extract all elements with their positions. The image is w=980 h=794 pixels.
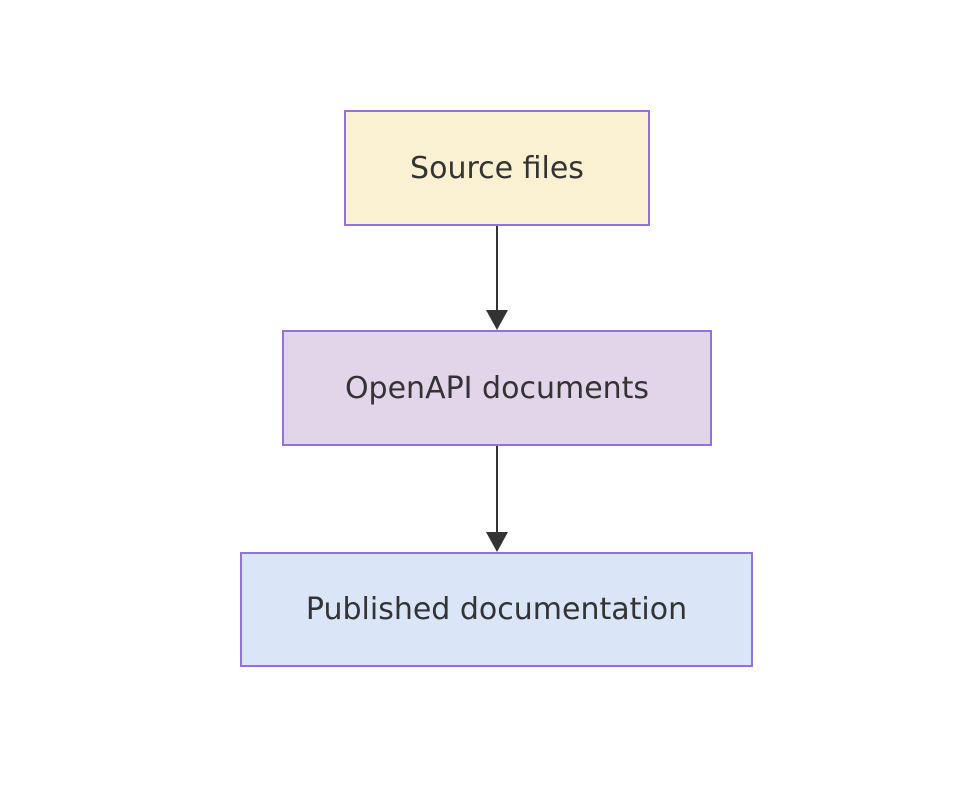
node-published-documentation-label: Published documentation (305, 592, 688, 627)
arrowhead-down-icon (486, 310, 508, 330)
edge-openapi-to-published-line (496, 446, 498, 532)
arrowhead-down-icon (486, 532, 508, 552)
edge-source-to-openapi-line (496, 226, 498, 310)
node-source-files-label: Source files (410, 150, 584, 186)
node-source-files: Source files (344, 110, 650, 226)
node-openapi-documents: OpenAPI documents (282, 330, 712, 446)
node-published-documentation: Published documentation (240, 552, 753, 667)
node-openapi-documents-label: OpenAPI documents (344, 370, 650, 406)
